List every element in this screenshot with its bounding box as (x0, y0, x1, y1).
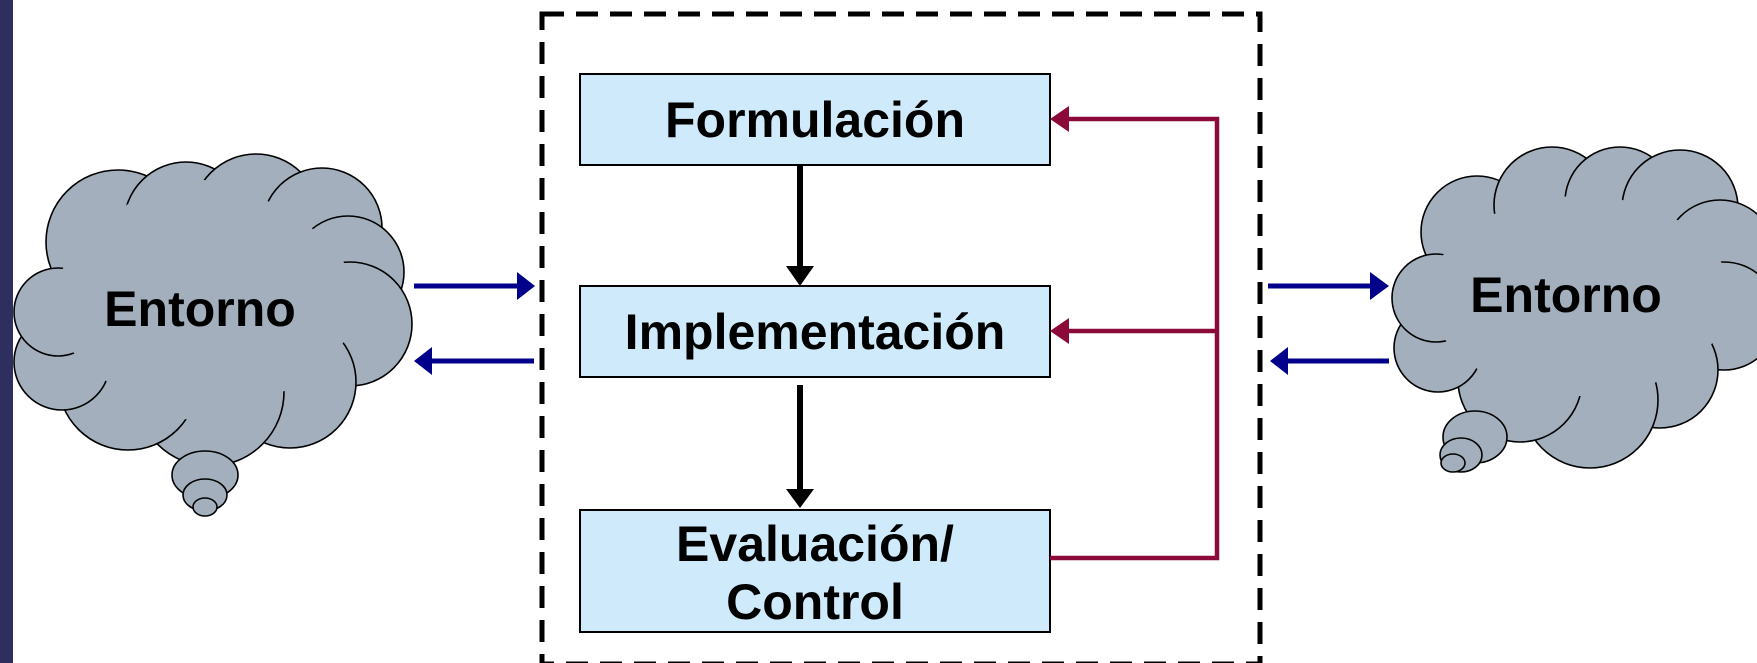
flow-arrows (786, 165, 814, 508)
organization-boundary (539, 11, 1263, 663)
left-environment-cloud: Entorno (13, 153, 413, 517)
implementation-node: Implementación (579, 285, 1051, 378)
formulation-node: Formulación (579, 73, 1051, 166)
feedback-loop (1050, 116, 1220, 561)
evaluation-label-line1: Evaluación/ (676, 516, 954, 572)
left-cloud-label: Entorno (104, 281, 296, 337)
right-cloud-label: Entorno (1470, 267, 1662, 323)
slide-left-accent-bar (0, 0, 13, 663)
feedback-arrowheads (1050, 106, 1069, 344)
left-exchange-arrows (414, 272, 535, 375)
formulation-label: Formulación (665, 92, 965, 148)
right-exchange-arrows (1268, 272, 1389, 375)
implementation-label: Implementación (625, 304, 1006, 360)
right-environment-cloud: Entorno (1391, 146, 1757, 473)
evaluation-node: Evaluación/ Control (579, 509, 1051, 633)
evaluation-label-line2: Control (726, 574, 904, 630)
